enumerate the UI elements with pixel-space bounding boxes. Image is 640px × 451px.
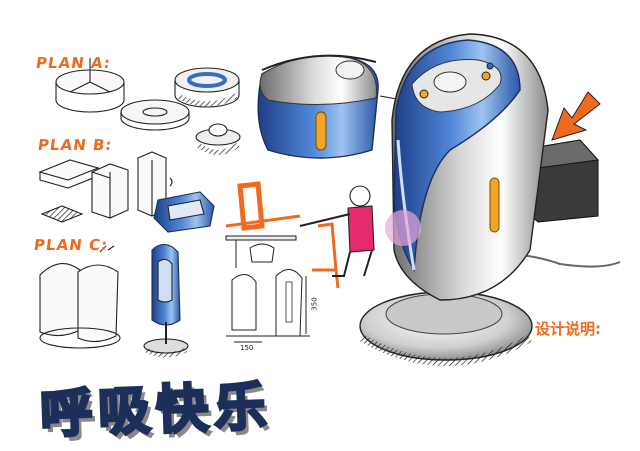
design-notes-title: 设计说明: (535, 320, 601, 338)
ergonomic-figure (225, 181, 340, 289)
plan-a-sketches (55, 58, 241, 155)
plan-b-label: PLAN B: (36, 136, 114, 154)
plan-b-sketches (38, 151, 215, 233)
dimension-width: 150 (240, 344, 254, 352)
plan-c-sketches (39, 243, 189, 358)
plan-a-label: PLAN A: (34, 54, 113, 72)
watermark-stamp (385, 210, 421, 246)
main-title: 呼吸快乐 (38, 375, 275, 446)
seated-person (299, 185, 375, 277)
plan-c-label: PLAN C: (32, 236, 110, 254)
detail-closeup (257, 54, 379, 159)
dimension-height: 350 (310, 297, 319, 311)
main-product (359, 33, 621, 366)
dimension-drawings (225, 235, 310, 343)
